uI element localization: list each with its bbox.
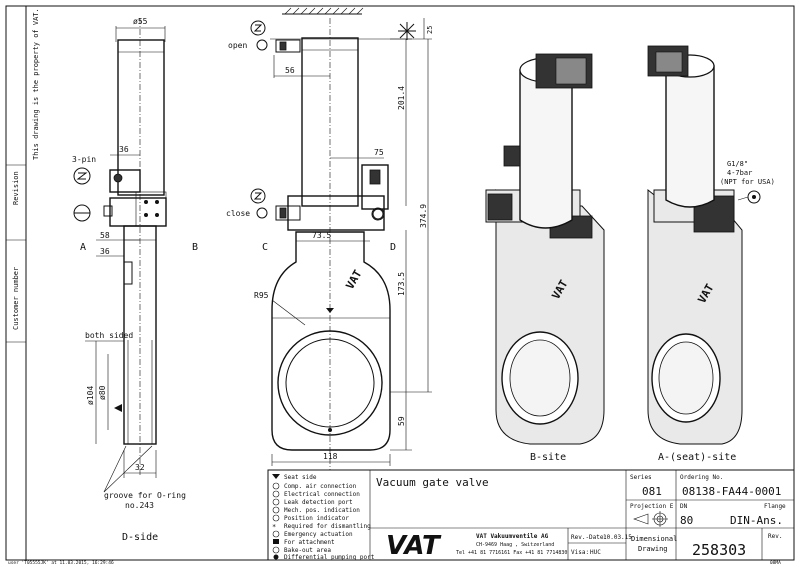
legend-item: Leak detection port [284,499,353,506]
legend-item: Bake-out area [284,547,331,554]
dim-25: 25 [426,26,434,34]
ordering-label: Ordering No. [680,474,723,481]
drawing-title: Vacuum gate valve [376,476,489,489]
dim-73-5: 73.5 [312,231,331,240]
legend-item: Comp. air connection [284,483,357,490]
visa-label: Visa: [571,549,589,556]
projection-symbol [633,511,668,527]
ordering-number: 08138-FA44-0001 [682,485,781,498]
dim-36: 36 [100,247,110,256]
label-both-sided: both sided [85,331,133,340]
legend-item: Electrical connection [284,491,360,498]
rev-date: 10.03.15 [603,534,632,541]
svg-text:*: * [272,523,276,531]
dim-75: 75 [374,148,384,157]
property-note: This drawing is the property of VAT. [32,8,40,160]
visa: HUC [590,549,601,556]
dim-d55: ø55 [133,17,148,26]
series-label: Series [630,474,652,481]
label-close: close [226,209,250,218]
drawing-number: 258303 [692,541,746,559]
dim-201-4: 201.4 [397,86,406,110]
projection-label: Projection E [630,503,674,510]
revision-label: Revision [12,171,20,205]
valve-body-outline [271,231,391,451]
user-stamp: user 'T05555JK' at 11.03.2015, 16:29:46 [8,560,114,566]
label-open: open [228,41,247,50]
company-address: CH-9469 Haag , Switzerland [476,542,554,548]
flange-label: Flange [764,503,786,510]
label-B: B [192,242,198,253]
legend-item: Required for dismantling [284,523,371,530]
dim-d80: ø80 [98,385,107,400]
dim-56: 56 [285,66,295,75]
dim-36-top: 36 [119,145,129,154]
view-front: 25 open close 56 75 C D 73.5 [226,7,434,470]
dim-32: 32 [135,463,145,472]
label-d-side: D-side [122,532,158,543]
dim-58: 58 [100,231,110,240]
electrical-connection-symbol [73,167,91,185]
legend-item: Differential pumping port [284,554,375,561]
label-3-pin: 3-pin [72,155,96,164]
label-b-site: B-site [530,452,566,463]
label-g18-3: (NPT for USA) [720,178,775,186]
legend-item: Seat side [284,474,317,481]
dismantling-star-symbol [398,22,416,40]
series: 081 [642,485,662,498]
dim-118: 118 [323,452,338,461]
dim-173-5: 173.5 [397,272,406,296]
label-A: A [80,242,86,253]
label-g18-2: 4-7bar [727,169,752,177]
rev-label: Rev. [768,533,782,540]
corner-mark: 08MA [770,560,781,566]
legend-item: Position indicator [284,515,349,522]
legend-item: Emergency actuation [284,531,353,538]
view-b-site: VAT B-site [485,53,605,463]
rev-date-label: Rev.-Date: [571,534,607,541]
flange-value: DIN-Ans. [730,514,783,527]
label-a-site: A-(seat)-site [658,452,736,463]
company-phone: Tel +41 81 7716161 Fax +41 81 7714830 [456,550,567,556]
label-g18-1: G1/8" [727,160,748,168]
label-D: D [390,242,396,253]
customer-number-label: Customer number [12,267,20,330]
company-name: VAT Vakuumventile AG [476,533,549,540]
sidebar: This drawing is the property of VAT. Rev… [6,6,40,560]
vat-logo: VAT [386,531,442,561]
label-groove-2: no.243 [125,501,154,510]
legend-item: For attachment [284,539,335,546]
dn-value: 80 [680,514,693,527]
view-d-side: ø55 36 3-pin A B 58 36 [72,17,198,543]
title-block: Seat side Comp. air connection Electrica… [267,469,795,561]
label-C: C [262,242,268,253]
dn-label: DN [680,503,688,510]
dim-d104: ø104 [86,386,95,405]
dim-r95: R95 [254,291,269,300]
dim-drawing-label-1: Dimensional [631,535,677,543]
body-logo: VAT [343,267,364,291]
dim-drawing-label-2: Drawing [638,545,668,553]
dim-374-9: 374.9 [419,204,428,228]
legend: Seat side Comp. air connection Electrica… [272,474,375,561]
legend-item: Mech. pos. indication [284,507,360,514]
dim-59: 59 [397,416,406,426]
label-groove-1: groove for O-ring [104,491,186,500]
view-a-site: G1/8" 4-7bar (NPT for USA) VAT A-(seat)-… [647,45,775,463]
